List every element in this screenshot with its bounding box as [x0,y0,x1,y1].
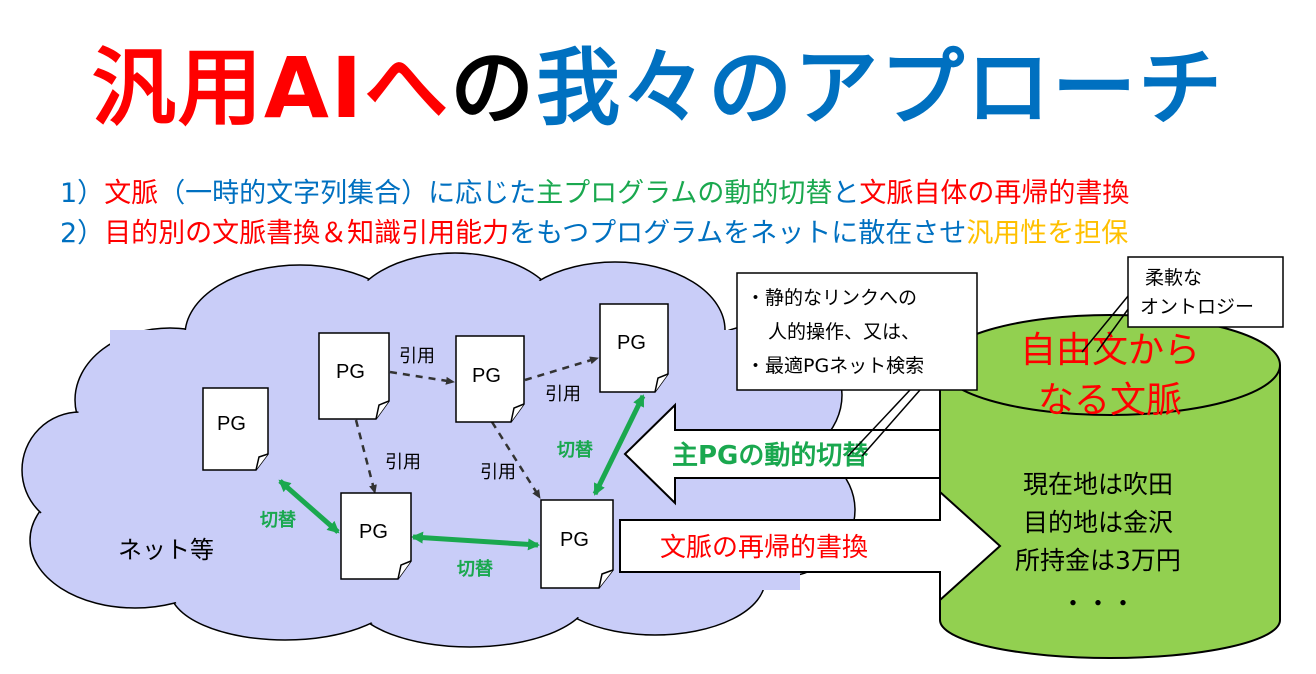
title-part-red: 汎用AIへ [91,39,451,137]
search-callout-line-3: ・最適PGネット検索 [746,355,924,377]
search-callout-line-1: ・静的なリンクへの [746,287,917,309]
db-title-line-2: なる文脈 [1038,380,1182,421]
point-1-text: （一時的文字列集合）に応じた [158,178,537,209]
slide-title: 汎用AIへの我々のアプローチ [0,38,1316,138]
title-part-blue: 我々のアプローチ [536,39,1225,137]
pg-doc-1: PG [202,387,269,471]
point-2-ability: 目的別の文脈書換＆知識引用能力 [104,218,510,249]
switch-link-3 [592,394,646,496]
pg-label: PG [217,413,246,435]
title-part-black: の [450,39,537,137]
switch-label-1: 切替 [260,509,297,531]
point-2-text: をもつプログラムをネットに散在させ [509,218,967,249]
network-label: ネット等 [118,536,214,564]
pg-label: PG [359,521,388,543]
switch-link-2 [411,531,540,551]
point-1-number: 1） [60,178,105,209]
rewrite-arrow-label: 文脈の再帰的書換 [660,533,868,563]
ontology-callout-line-1: 柔軟な [1145,267,1202,289]
cite-link-4 [490,421,542,499]
switch-label-2: 切替 [457,558,494,580]
cite-label-2: 引用 [545,384,581,405]
switch-link-1 [278,479,340,534]
point-2-number: 2） [60,218,105,249]
db-line-money: 所持金は3万円 [1015,546,1181,575]
point-1-switch: 主プログラムの動的切替 [536,178,833,209]
point-1: 1）文脈（一時的文字列集合）に応じた主プログラムの動的切替と文脈自体の再帰的書換 [60,177,1129,211]
citation-links [354,356,599,499]
db-line-destination: 目的地は金沢 [1023,508,1173,537]
db-title-line-1: 自由文から [1020,330,1200,371]
point-2: 2）目的別の文脈書換＆知識引用能力をもつプログラムをネットに散在させ汎用性を担保 [60,217,1128,251]
cite-label-1: 引用 [399,346,435,367]
db-line-location: 現在地は吹田 [1023,470,1173,499]
point-2-generality: 汎用性を担保 [966,218,1129,249]
pg-doc-5: PG [340,492,412,580]
cite-link-1 [389,370,455,385]
point-1-rewrite: 文脈自体の再帰的書換 [859,178,1130,209]
pg-label: PG [472,365,501,387]
pg-label: PG [336,361,365,383]
switch-arrow-label: 主PGの動的切替 [672,440,868,471]
rewrite-arrow: 文脈の再帰的書換 [619,489,1002,603]
pg-doc-4: PG [599,303,669,393]
switch-arrow: 主PGの動的切替 [623,402,941,506]
ontology-callout-line-2: オントロジー [1140,296,1254,318]
pg-doc-6: PG [540,499,614,589]
pg-doc-3: PG [455,335,525,423]
cite-label-4: 引用 [480,462,516,483]
switch-links [278,394,646,551]
context-database [939,314,1281,659]
db-content: 現在地は吹田 目的地は金沢 所持金は3万円 ・・・ [1015,470,1181,618]
switch-label-3: 切替 [557,439,594,461]
pg-label: PG [617,332,646,354]
db-line-ellipsis: ・・・ [1060,589,1135,618]
point-1-and: と [832,178,860,209]
ontology-callout: 柔軟な オントロジー [1081,256,1284,353]
point-1-context: 文脈 [104,178,159,209]
search-callout: ・静的なリンクへの 人的操作、又は、 ・最適PGネット検索 [736,272,978,457]
pg-label: PG [560,529,589,551]
search-callout-line-2: 人的操作、又は、 [768,321,920,343]
cite-label-3: 引用 [385,452,421,473]
pg-doc-2: PG [318,332,390,420]
